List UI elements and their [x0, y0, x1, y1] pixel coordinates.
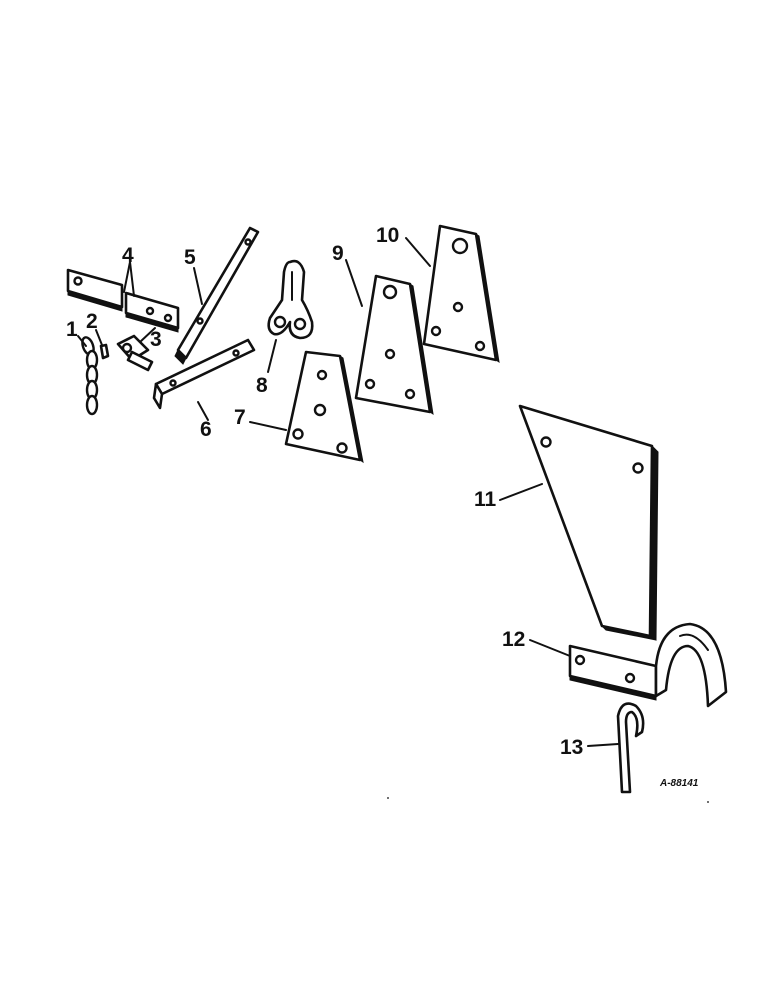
- callout-8: 8: [256, 374, 268, 397]
- callout-13: 13: [560, 736, 583, 759]
- callout-10: 10: [376, 224, 399, 247]
- part-13-hook-pin: [616, 702, 645, 794]
- callout-6: 6: [200, 418, 212, 441]
- part-4-bars: [66, 268, 180, 333]
- part-8-shackle: [267, 259, 314, 340]
- part-10-plate: [422, 224, 500, 364]
- drawing-code: A-88141: [659, 778, 699, 789]
- callout-11: 11: [474, 488, 497, 511]
- callout-labels: 1 2 3 4 5 6 7 8 9 10 11 12 13 A-88141: [66, 224, 699, 789]
- part-6-angle-bar: [152, 338, 256, 410]
- scan-specks: [387, 797, 709, 803]
- callout-12: 12: [502, 628, 525, 651]
- part-7-plate: [284, 350, 364, 464]
- part-1-chain: [81, 336, 99, 416]
- part-11-large-plate: [518, 404, 659, 641]
- callout-1: 1: [66, 318, 78, 341]
- leader-lines: [77, 237, 619, 747]
- callout-7: 7: [234, 406, 246, 429]
- part-5-angle-bar: [174, 226, 260, 365]
- callout-3: 3: [150, 328, 162, 351]
- part-3-bolt: [116, 334, 154, 372]
- callout-9: 9: [332, 242, 344, 265]
- part-2-pin: [99, 343, 110, 360]
- callout-4: 4: [122, 244, 134, 267]
- callout-5: 5: [184, 246, 196, 269]
- callout-2: 2: [86, 310, 98, 333]
- part-9-plate: [354, 274, 434, 416]
- part-12-bracket: [568, 622, 728, 708]
